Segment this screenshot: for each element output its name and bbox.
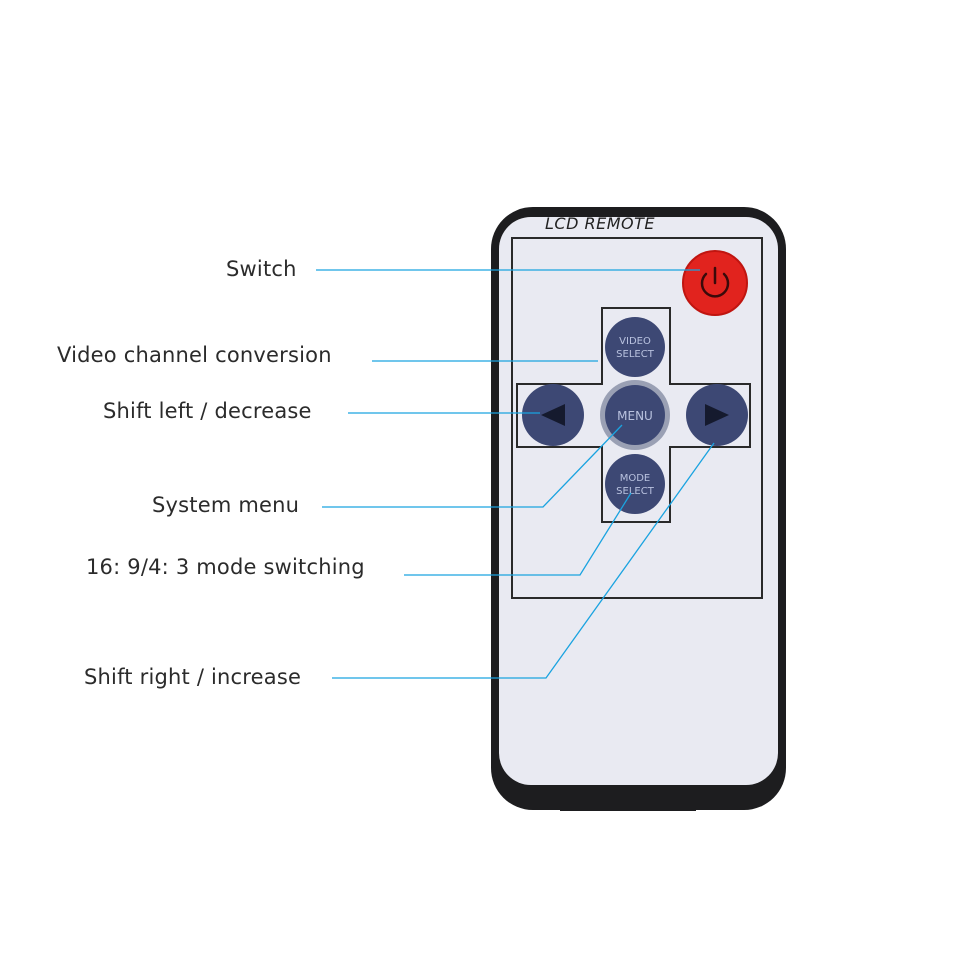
mode-select-line2: SELECT <box>616 486 655 497</box>
callout-video-channel: Video channel conversion <box>57 343 332 367</box>
shift-right-button[interactable] <box>686 384 748 446</box>
callout-switch: Switch <box>226 257 297 281</box>
remote-bottom-tab <box>560 795 696 811</box>
callout-line-right <box>332 442 715 679</box>
power-button[interactable] <box>682 250 748 316</box>
remote-title: LCD REMOTE <box>545 214 655 233</box>
video-select-button[interactable]: VIDEO SELECT <box>605 317 665 377</box>
arrow-left-icon <box>541 404 565 426</box>
menu-button[interactable]: MENU <box>600 380 670 450</box>
callout-shift-left: Shift left / decrease <box>103 399 312 423</box>
shift-left-button[interactable] <box>522 384 584 446</box>
button-panel <box>511 237 763 599</box>
callout-line-mode <box>404 492 632 576</box>
callout-line-menu <box>322 424 623 508</box>
mode-select-button[interactable]: MODE SELECT <box>605 454 665 514</box>
dpad-outline <box>516 307 751 523</box>
power-icon <box>700 266 730 298</box>
callout-shift-right: Shift right / increase <box>84 665 302 689</box>
menu-label: MENU <box>617 409 653 423</box>
callout-lines <box>316 269 715 679</box>
video-select-line1: VIDEO <box>619 336 651 347</box>
video-select-line2: SELECT <box>616 349 655 360</box>
callout-system-menu: System menu <box>152 493 300 517</box>
arrow-right-icon <box>705 404 729 426</box>
mode-select-line1: MODE <box>620 473 651 484</box>
callout-mode-switching: 16: 9/4: 3 mode switching <box>86 555 365 579</box>
